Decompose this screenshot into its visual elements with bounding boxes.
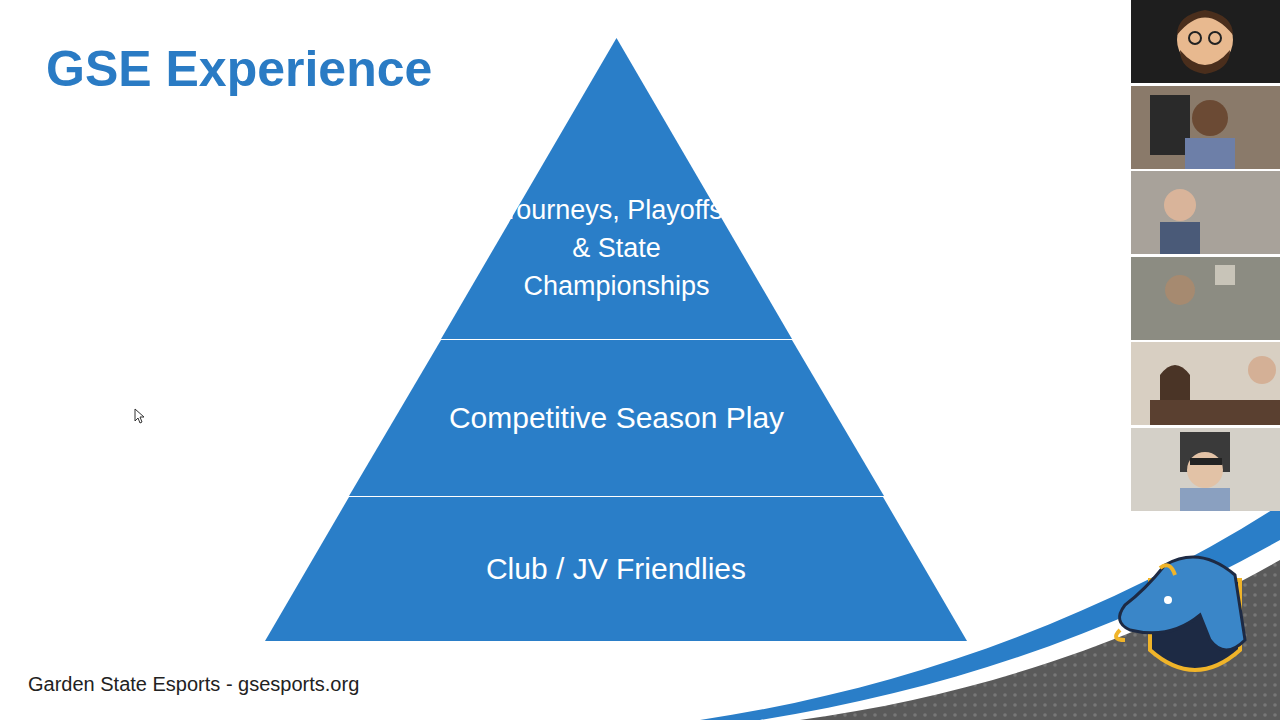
video-thumbnails: [1131, 0, 1280, 511]
pyramid-middle-band: Competitive Season Play: [349, 340, 884, 496]
band-label: Club / JV Friendlies: [486, 550, 746, 588]
footer-text: Garden State Esports - gsesports.org: [28, 673, 359, 696]
band-fill: [441, 38, 792, 339]
pyramid-top-band: Tourneys, Playoffs, & State Championship…: [441, 38, 792, 339]
pyramid-bottom-band: Club / JV Friendlies: [265, 497, 967, 641]
band-fill: [265, 497, 967, 641]
band-fill: [349, 340, 884, 496]
slide-title: GSE Experience: [46, 40, 432, 98]
mouse-cursor: [135, 409, 144, 423]
band-label: Tourneys, Playoffs, & State Championship…: [497, 191, 737, 305]
mascot-logo: [1116, 557, 1245, 670]
band-label: Competitive Season Play: [449, 399, 784, 437]
